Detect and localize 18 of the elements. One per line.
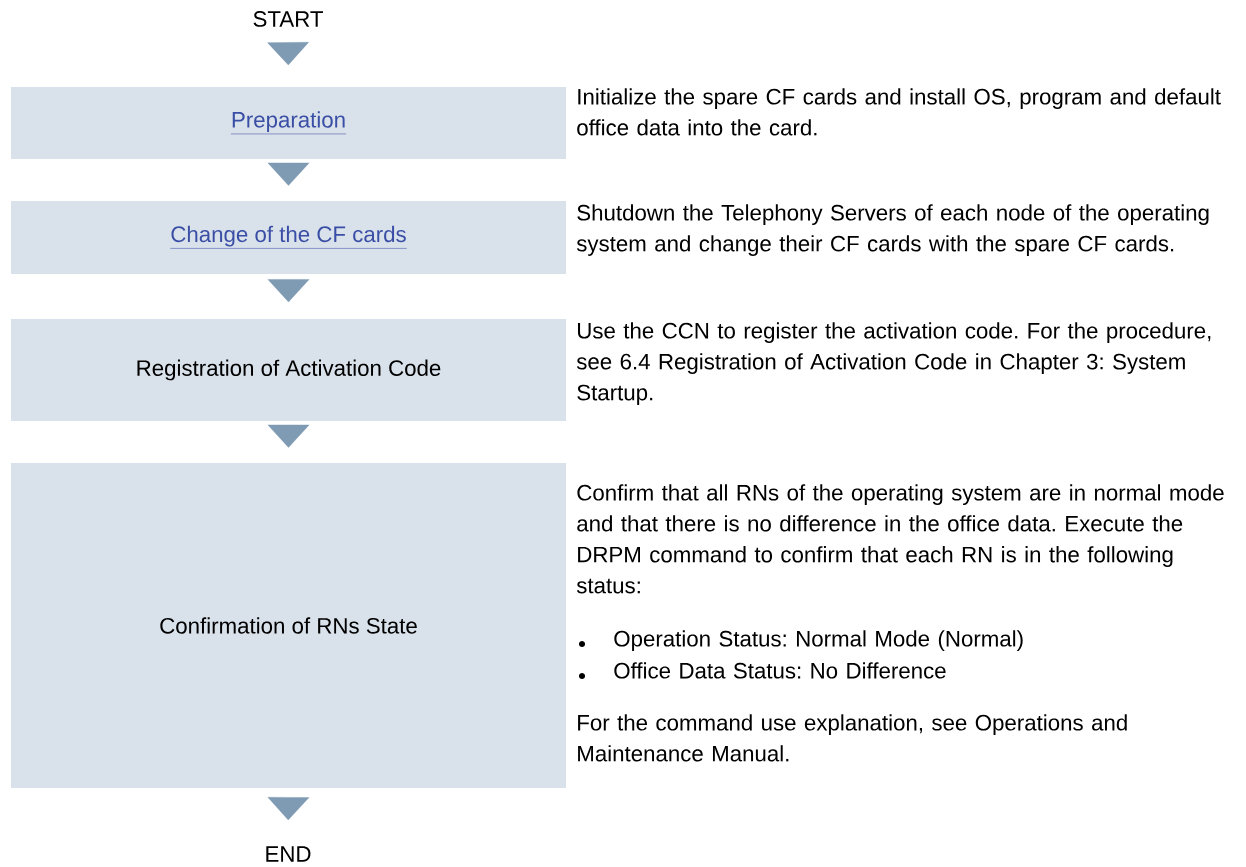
description-text: Use the CCN to register the activation code. For the procedure, see 6.4 Registration of Activation Code in Chapter 3: System Startup. xyxy=(576,322,1211,405)
flow-arrow xyxy=(267,797,310,821)
flow-arrow xyxy=(267,424,310,448)
process-box: Change of the CF cards xyxy=(11,201,566,274)
process-box: Confirmation of RNs State xyxy=(11,463,566,788)
flow-arrow xyxy=(267,279,310,303)
bullet-item: Operation Status: Normal Mode (Normal) xyxy=(578,630,1023,651)
description-text: Shutdown the Telephony Servers of each node of the operating system and change their CF cards with the spare CF cards. xyxy=(576,204,1209,256)
terminal-label: START xyxy=(253,11,323,27)
description-text: Initialize the spare CF cards and install OS, program and default office data into the card. xyxy=(577,88,1221,136)
description-text: For the command use explanation, see Operations and Maintenance Manual. xyxy=(578,714,1127,762)
description-text: Confirm that all RNs of the operating system are in normal mode and that there is no difference in the office data. Execute the DRPM command to confirm that each RN is in the following status: xyxy=(576,484,1224,594)
bullet-item: Office Data Status: No Difference xyxy=(578,662,946,680)
terminal-label: END xyxy=(266,846,311,862)
process-box: Preparation xyxy=(11,87,566,159)
flow-arrow xyxy=(267,42,309,66)
flow-arrow xyxy=(267,162,310,186)
process-box: Registration of Activation Code xyxy=(11,319,566,421)
